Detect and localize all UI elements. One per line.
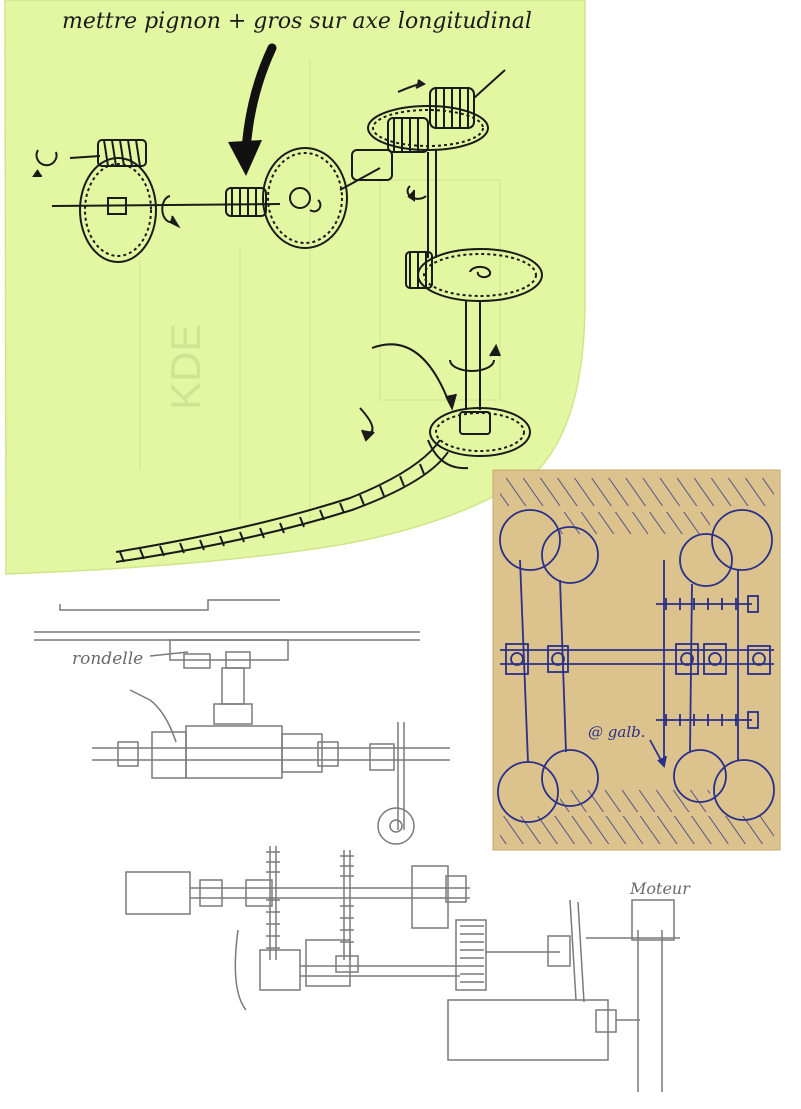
worm-gear-icon [32, 139, 147, 177]
arrow-down-icon [228, 43, 277, 176]
gear-icon-right [367, 69, 506, 258]
wheel-top-right [711, 509, 773, 571]
gear-icon-middle [225, 147, 393, 249]
wheel-bottom-right [713, 759, 775, 821]
gear-icon [51, 157, 281, 263]
wheel-top-left-2 [541, 526, 599, 584]
wheel-bottom-right-2 [673, 749, 727, 803]
hatch-bottom [500, 816, 774, 844]
moteur-label: Moteur [629, 879, 691, 898]
rondelle-label: rondelle [72, 649, 143, 669]
gear-icon-lower [405, 248, 543, 410]
svg-text:KDE: KDE [162, 324, 209, 410]
galb-label: @ galb. [588, 723, 645, 741]
hatch-top [500, 478, 774, 506]
wheel-bottom-left-2 [541, 749, 599, 807]
pencil-sketch-top: rondelle [34, 599, 450, 845]
pencil-sketch-bottom: Moteur [125, 846, 691, 1092]
yellow-note-paper [4, 0, 586, 575]
hatch-inner-top [560, 512, 710, 534]
rack-icon [115, 343, 531, 563]
kraft-note: @ galb. [492, 469, 781, 851]
yellow-note: KDE mettre pignon + gros sur axe longitu… [4, 0, 586, 575]
hatch-inner-bottom [560, 790, 710, 812]
wheel-top-right-2 [679, 533, 733, 587]
wheel-top-left [499, 509, 561, 571]
bleed-through-marks: KDE [139, 60, 501, 520]
top-caption: mettre pignon + gros sur axe longitudina… [62, 9, 532, 34]
